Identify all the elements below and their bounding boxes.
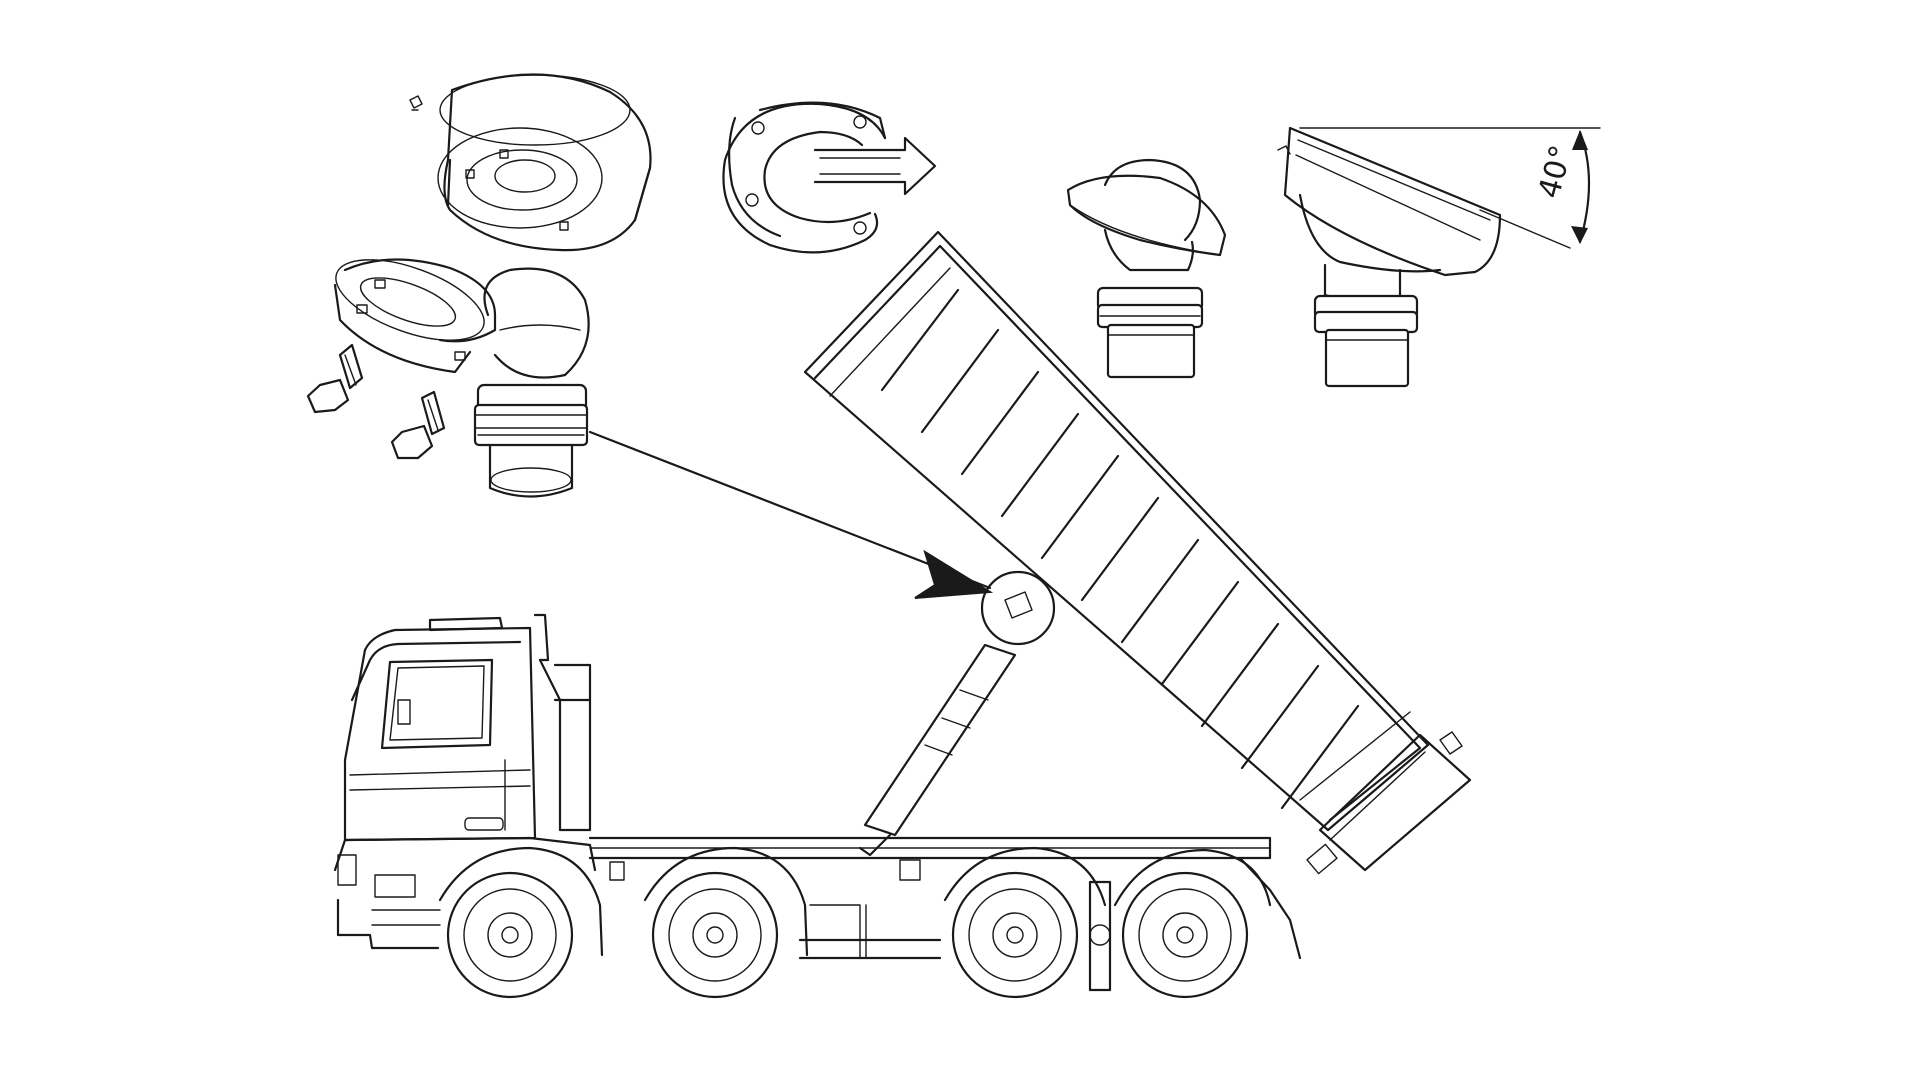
mounting-bolt-icon	[390, 390, 446, 460]
pivot-detail-circle	[980, 570, 1056, 646]
mounting-bolt-icon	[306, 343, 364, 414]
wheel	[943, 846, 1107, 999]
wheel	[1113, 848, 1272, 999]
wheel	[438, 846, 604, 999]
dump-body	[803, 230, 1472, 875]
tilted-pivot-housing-part: 40°	[1277, 126, 1601, 388]
rotate-arrow-icon	[722, 101, 937, 254]
truck-cab	[333, 613, 597, 950]
angle-label: 40°	[1532, 142, 1580, 202]
ball-joint-installed-part	[1066, 158, 1227, 379]
wheel	[643, 846, 809, 999]
hydraulic-cylinder	[858, 643, 1017, 857]
ball-joint-assembly	[306, 258, 994, 599]
flange-housing-part	[409, 73, 652, 252]
